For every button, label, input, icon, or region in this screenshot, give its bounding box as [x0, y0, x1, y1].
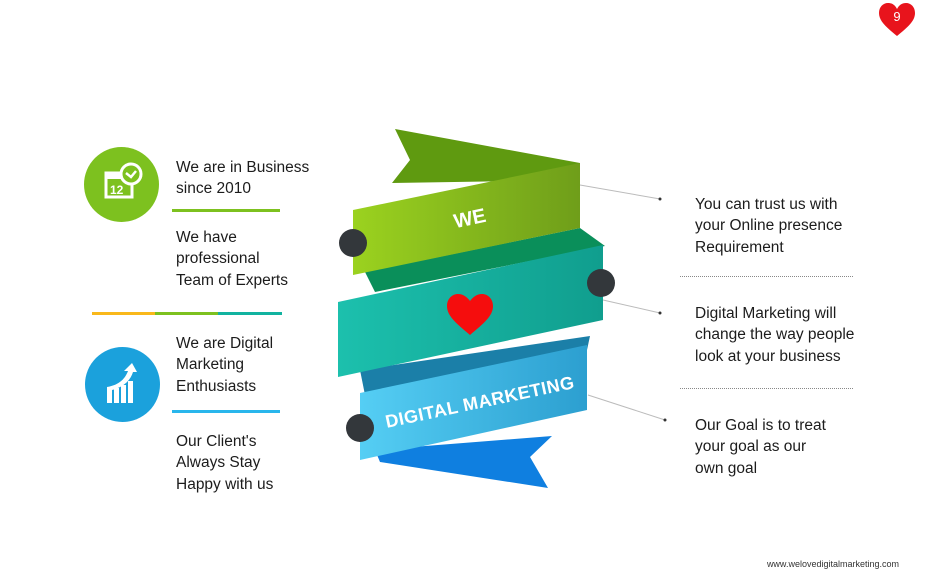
heart-icon: [879, 3, 915, 36]
change-text: Digital Marketing will change the way pe…: [695, 305, 855, 365]
business-since-text: We are in Business since 2010: [176, 159, 310, 198]
footer-url: www.welovedigitalmarketing.com: [766, 559, 899, 569]
growth-chart-icon: [107, 363, 137, 403]
business-since-icon-circle: 12: [84, 147, 159, 222]
ribbon-fold-1: [365, 228, 605, 292]
dotted-divider: [680, 388, 853, 389]
experts-text: We have professional Team of Experts: [176, 229, 288, 289]
ribbon-band-we: [353, 163, 580, 275]
svg-text:12: 12: [110, 183, 124, 197]
enthusiasts-text: We are Digital Marketing Enthusiasts: [176, 335, 274, 395]
tricolor-divider-teal: [218, 312, 282, 315]
trust-text: You can trust us with your Online presen…: [695, 196, 843, 256]
ribbon-top-tail: [392, 129, 580, 183]
green-divider: [172, 209, 280, 212]
goal-text: Our Goal is to treat your goal as our ow…: [695, 417, 826, 477]
ribbon-band-digital: [360, 345, 587, 460]
happy-clients-text: Our Client's Always Stay Happy with us: [176, 433, 274, 493]
enthusiasts-icon-circle: [85, 347, 160, 422]
connector-lines: [579, 184, 666, 421]
dotted-divider: [680, 276, 853, 277]
page-number-badge: 9: [878, 2, 916, 38]
calendar-clock-icon: 12: [104, 162, 143, 199]
blue-divider: [172, 410, 280, 413]
page-number: 9: [893, 9, 901, 24]
tricolor-divider: [92, 312, 155, 315]
ribbon-bottom-tail: [375, 436, 552, 488]
tricolor-divider-green: [155, 312, 218, 315]
ribbon-fold-2: [360, 336, 590, 395]
heart-icon: [447, 294, 493, 335]
